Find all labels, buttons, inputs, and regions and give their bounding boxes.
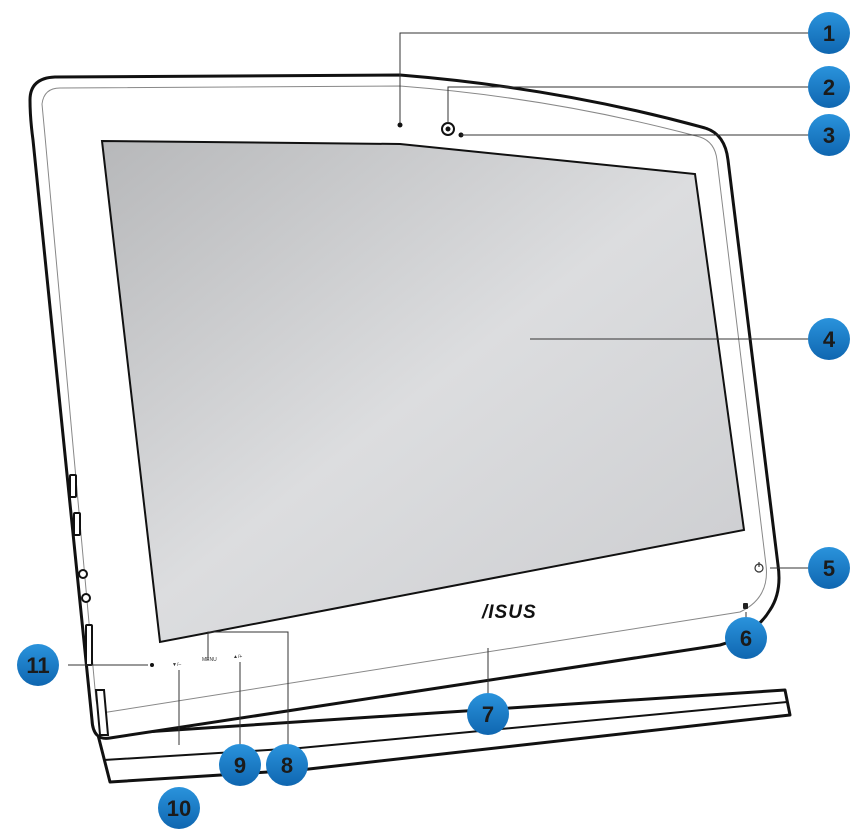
display-screen [100,139,746,644]
audio-jack-1 [78,569,88,579]
callout-10: 10 [158,787,200,829]
leader-2 [447,86,808,123]
stand-shadow-edge [103,701,788,761]
callout-9: 9 [219,744,261,786]
callout-2: 2 [808,66,850,108]
down-minus-label: ▼/– [172,662,181,668]
usb-port-2 [73,512,81,536]
microphone [397,122,403,128]
callout-leaders [68,32,808,745]
callout-3: 3 [808,114,850,156]
audio-jack-2 [81,593,91,603]
callout-11: 11 [17,644,59,686]
svg-text:1: 1 [823,21,835,46]
power-button [754,562,764,573]
svg-text:2: 2 [823,75,835,100]
side-ports [69,474,110,736]
svg-text:11: 11 [26,653,49,678]
svg-text:4: 4 [823,327,836,352]
menu-label: MENU [202,657,217,663]
svg-text:6: 6 [740,626,752,651]
callout-4: 4 [808,318,850,360]
svg-text:3: 3 [823,123,835,148]
callout-1: 1 [808,12,850,54]
callout-8: 8 [266,744,308,786]
optical-drive-edge [94,689,110,736]
leader-8 [207,631,289,745]
svg-text:10: 10 [167,796,191,821]
usb-port-1 [69,474,77,498]
svg-text:9: 9 [234,753,246,778]
svg-text:7: 7 [482,702,494,727]
callout-6: 6 [725,617,767,659]
asus-logo: /ISUS [481,602,537,623]
card-reader-slot [85,624,93,666]
webcam-lens [445,126,451,132]
leader-1 [399,32,808,123]
hdd-led [743,603,748,609]
callout-5: 5 [808,547,850,589]
up-plus-label: ▲/+ [233,654,242,660]
callout-7: 7 [467,693,509,735]
svg-text:5: 5 [823,556,835,581]
svg-text:8: 8 [281,753,293,778]
bezel-inner-line [41,85,767,713]
power-indicator-led [150,663,154,667]
